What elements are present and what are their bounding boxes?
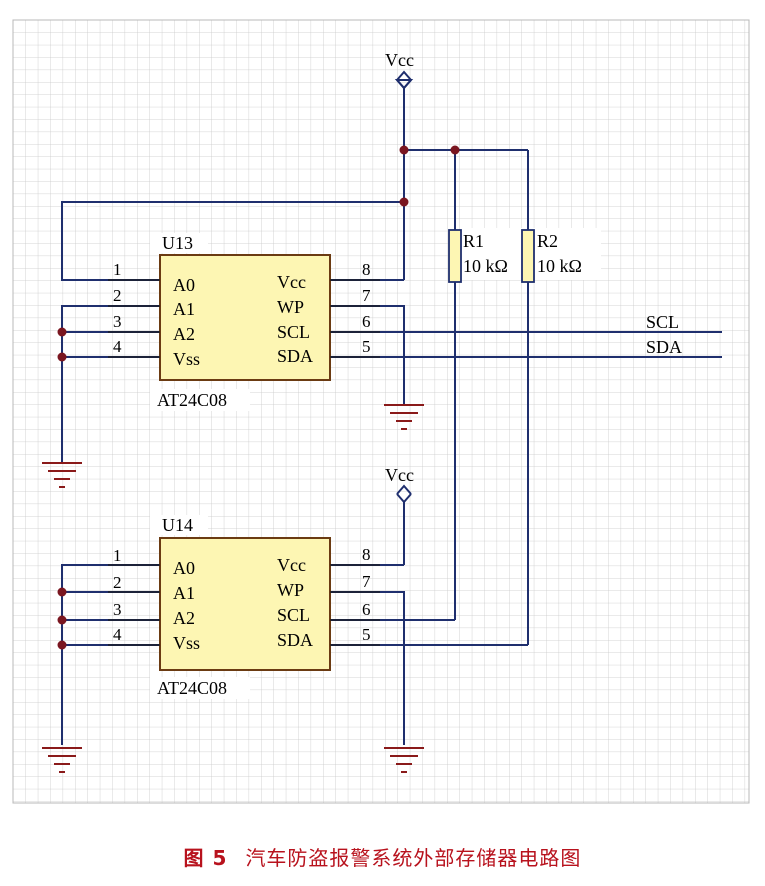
pin-name: Vcc [277, 272, 306, 292]
pin-number: 3 [113, 600, 122, 619]
resistor-r1: R1 10 kΩ [448, 228, 522, 283]
pin-name: SCL [277, 322, 310, 342]
resistor-ref: R2 [537, 231, 558, 251]
pin-name: A2 [173, 608, 195, 628]
pin-number: 5 [362, 625, 371, 644]
pin-name: Vss [173, 633, 200, 653]
pin-number: 2 [113, 573, 122, 592]
figure-title: 汽车防盗报警系统外部存储器电路图 [245, 846, 582, 870]
resistor-ref: R1 [463, 231, 484, 251]
resistor-r2: R2 10 kΩ [521, 228, 601, 283]
junction-dot [57, 352, 67, 362]
pin-number: 6 [362, 312, 371, 331]
pin-name: Vcc [277, 555, 306, 575]
pin-name: Vss [173, 349, 200, 369]
grid-background [12, 19, 750, 804]
pin-number: 8 [362, 260, 371, 279]
pin-number: 8 [362, 545, 371, 564]
junction-dot [57, 587, 67, 597]
chip-part-number: AT24C08 [157, 390, 227, 410]
figure-label: 图 5 [183, 846, 228, 870]
junction-dot [57, 615, 67, 625]
junction-dot [399, 145, 409, 155]
junctions [57, 145, 460, 650]
junction-dot [450, 145, 460, 155]
pin-name: A0 [173, 275, 195, 295]
net-label-scl: SCL [646, 312, 679, 332]
pin-name: WP [277, 297, 304, 317]
pin-name: WP [277, 580, 304, 600]
ground-icon [384, 747, 424, 773]
chip-part-number: AT24C08 [157, 678, 227, 698]
resistor-value: 10 kΩ [537, 256, 582, 276]
resistor-value: 10 kΩ [463, 256, 508, 276]
chip-ref: U13 [162, 233, 193, 253]
ground-icon [42, 460, 82, 488]
pin-number: 6 [362, 600, 371, 619]
pin-number: 7 [362, 286, 371, 305]
junction-dot [57, 327, 67, 337]
vcc-label-top: Vcc [385, 50, 414, 70]
pin-number: 4 [113, 337, 122, 356]
pin-number: 7 [362, 572, 371, 591]
pin-name: SDA [277, 630, 313, 650]
circuit-schematic: Vcc Vcc [12, 19, 750, 804]
pin-name: SDA [277, 346, 313, 366]
pin-name: A1 [173, 299, 195, 319]
pin-name: A0 [173, 558, 195, 578]
chip-ref: U14 [162, 515, 193, 535]
pin-number: 1 [113, 260, 122, 279]
figure-caption: 图 5 汽车防盗报警系统外部存储器电路图 [0, 842, 765, 871]
pin-number: 4 [113, 625, 122, 644]
junction-dot [57, 640, 67, 650]
junction-dot [399, 197, 409, 207]
ground-icon [42, 747, 82, 773]
net-label-sda: SDA [646, 337, 682, 357]
pin-number: 5 [362, 337, 371, 356]
pin-name: SCL [277, 605, 310, 625]
pin-number: 3 [113, 312, 122, 331]
pin-name: A2 [173, 324, 195, 344]
pin-name: A1 [173, 583, 195, 603]
ground-icon [384, 404, 424, 430]
chip-u13: U13 1 2 3 4 A0 A1 A2 Vss 8 7 6 5 Vcc WP … [108, 233, 380, 411]
vcc-label-bottom: Vcc [385, 465, 414, 485]
chip-u14: U14 1 2 3 4 A0 A1 A2 Vss 8 7 6 5 Vcc WP … [108, 515, 380, 699]
pin-number: 2 [113, 286, 122, 305]
pin-number: 1 [113, 546, 122, 565]
